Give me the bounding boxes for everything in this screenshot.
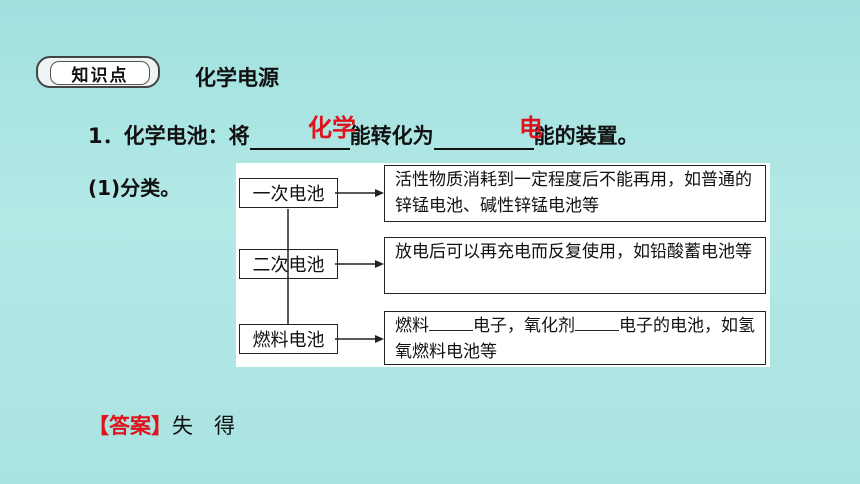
- definition-line: 1．化学电池：将 能转化为 能的装置。: [88, 120, 639, 150]
- answer-line: 【答案】失 得: [88, 410, 235, 440]
- connector-lines: [287, 189, 384, 343]
- definition-suffix: 能的装置。: [533, 124, 639, 148]
- blank-1: [249, 126, 350, 150]
- blank-2: [433, 126, 534, 150]
- description-secondary-battery: 放电后可以再充电而反复使用，如铅酸蓄电池等: [384, 237, 766, 294]
- category-fuel-cell: 燃料电池: [239, 324, 338, 354]
- classification-diagram: 一次电池 二次电池 燃料电池 活性物质消耗到一定程度后不能再用，如普通的锌锰电池…: [236, 163, 770, 367]
- fuel-cell-blank-1: [429, 314, 473, 331]
- category-secondary-battery: 二次电池: [239, 249, 338, 279]
- badge-label: 知识点: [50, 61, 150, 86]
- answer-text: 失 得: [172, 414, 235, 438]
- definition-middle: 能转化为: [349, 124, 434, 148]
- category-primary-battery: 一次电池: [239, 178, 338, 208]
- answer-chemical: 化学: [308, 114, 356, 142]
- section-title: 化学电源: [195, 66, 279, 90]
- answer-electric: 电: [519, 114, 543, 142]
- classification-label: (1)分类。: [88, 176, 181, 200]
- description-fuel-cell: 燃料电子，氧化剂电子的电池，如氢氧燃料电池等: [384, 311, 766, 365]
- knowledge-point-badge: 知识点: [36, 56, 160, 88]
- fuel-cell-blank-2: [575, 314, 619, 331]
- description-primary-battery: 活性物质消耗到一定程度后不能再用，如普通的锌锰电池、碱性锌锰电池等: [384, 165, 766, 222]
- answer-tag: 【答案】: [88, 414, 172, 438]
- definition-prefix: 1．化学电池：将: [88, 124, 250, 148]
